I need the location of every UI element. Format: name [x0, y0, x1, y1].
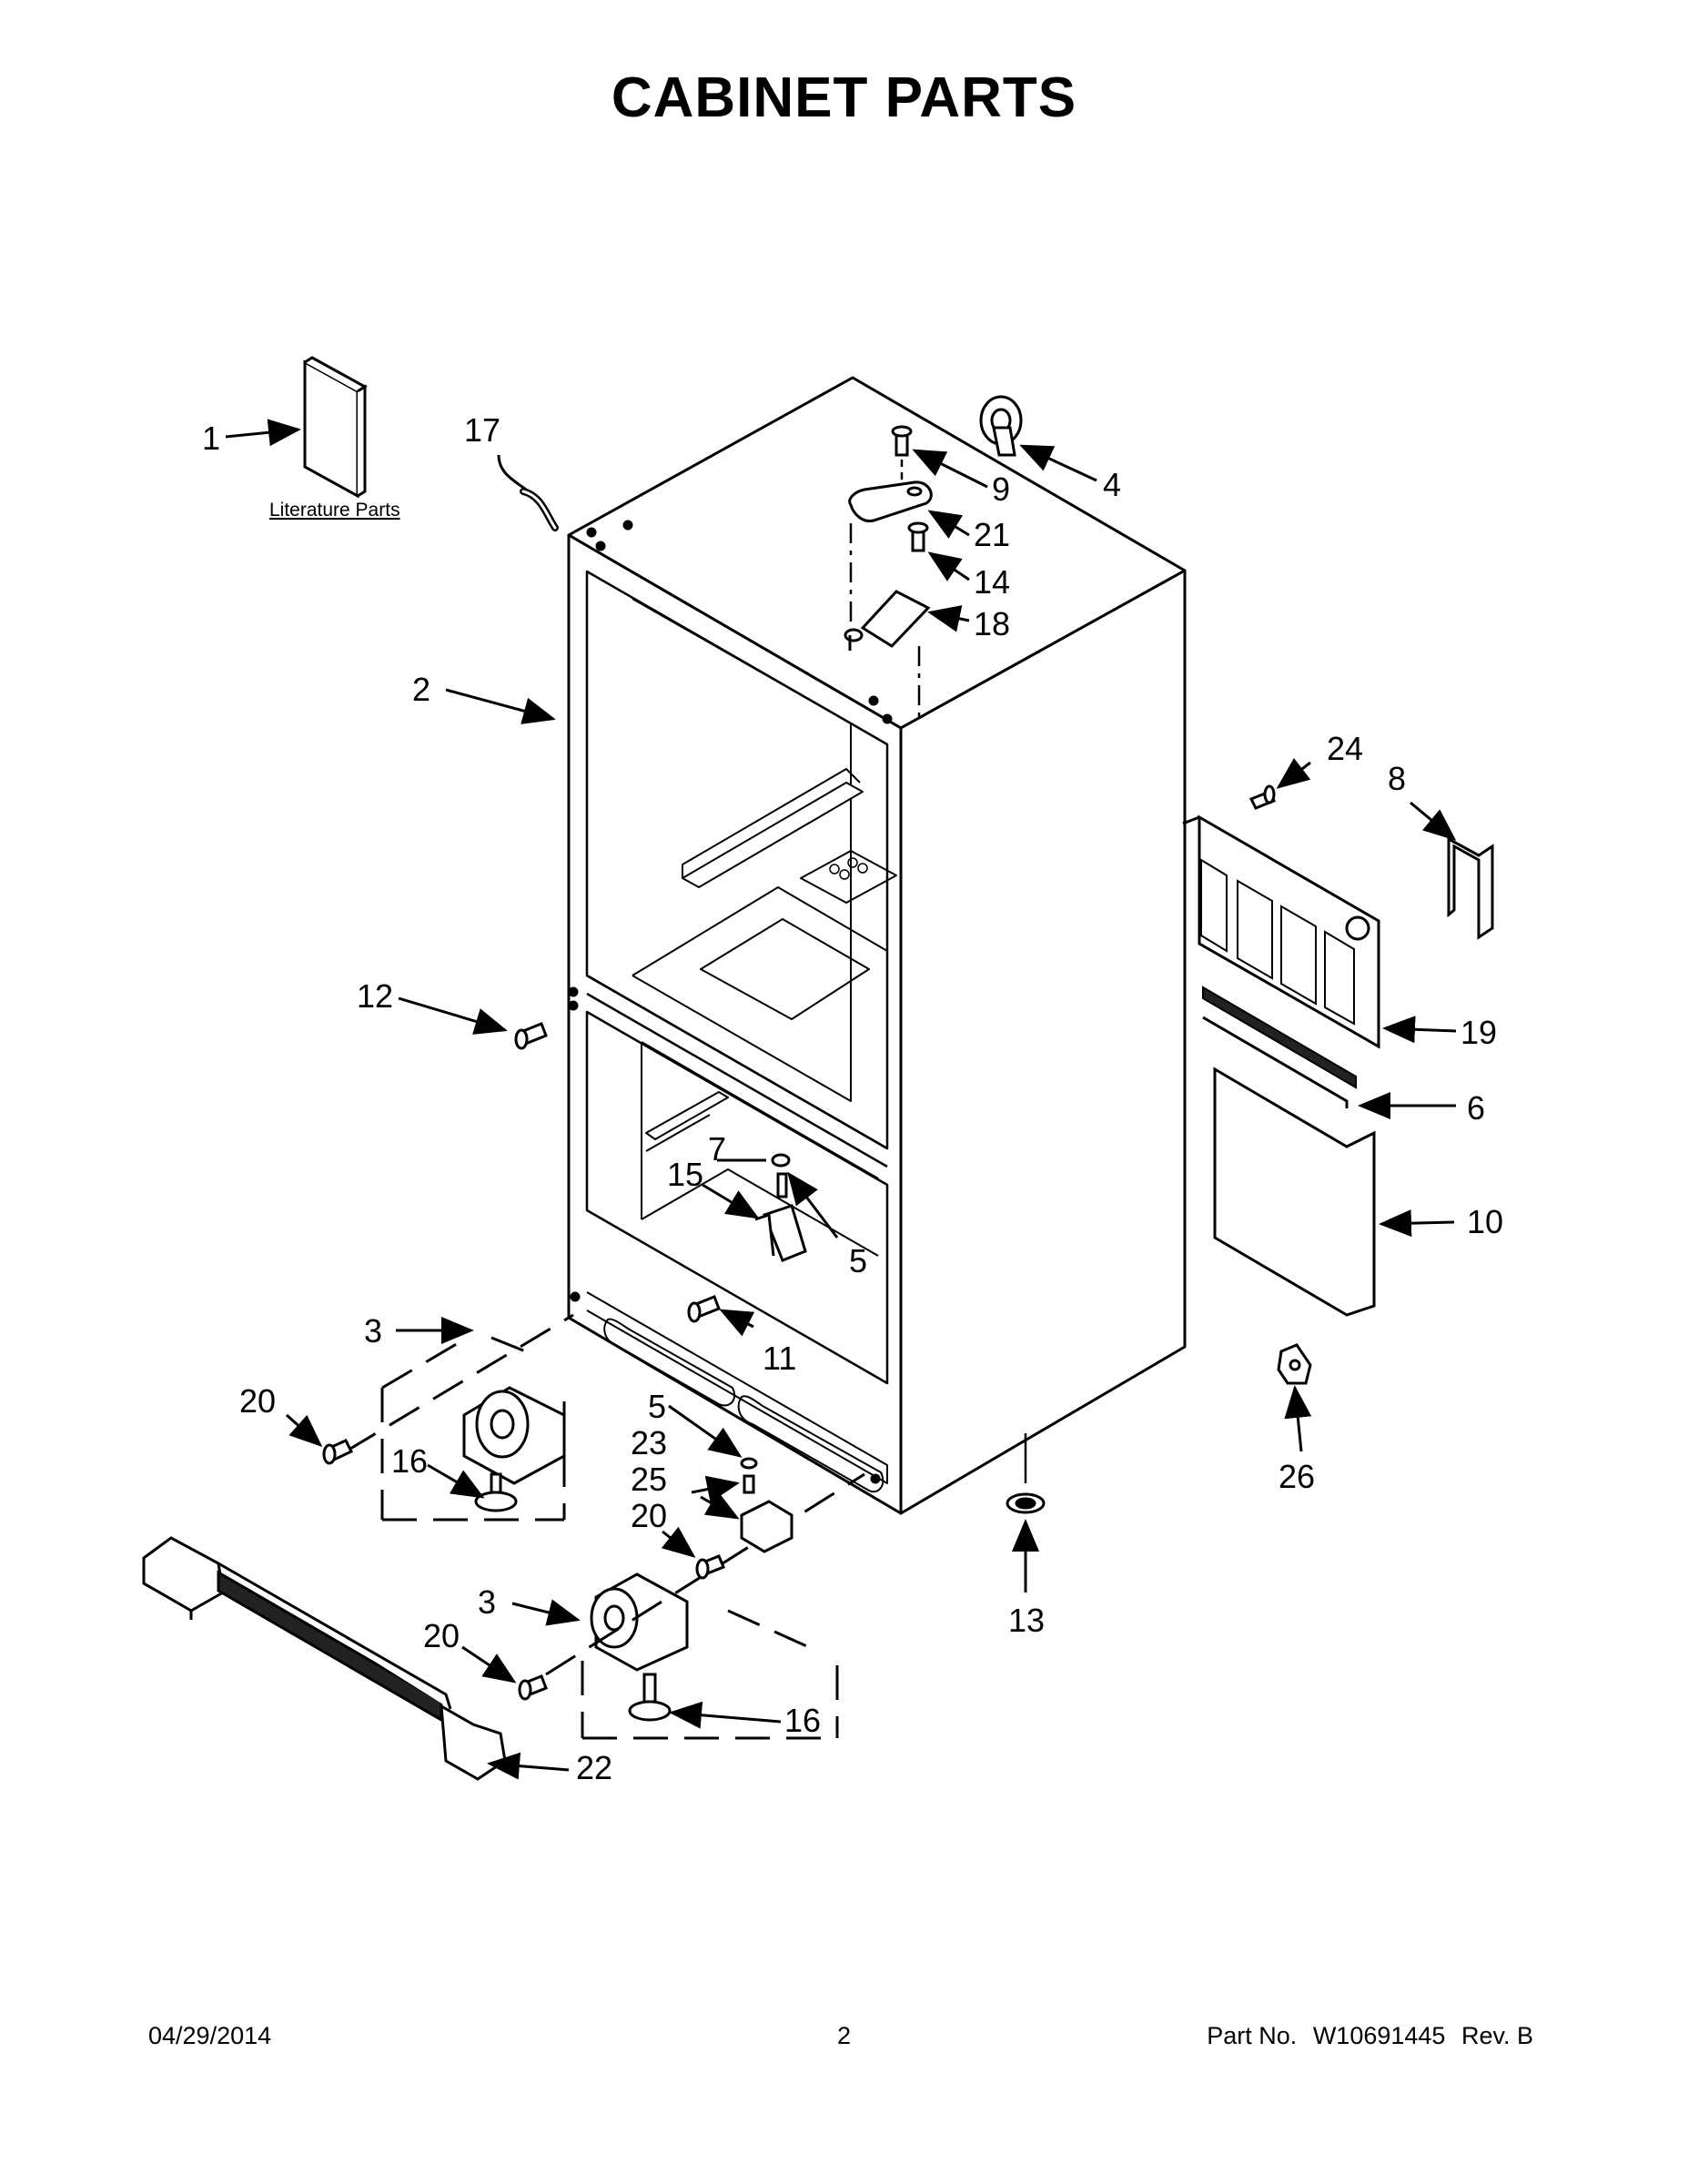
left-roller-dashes [345, 1313, 574, 1522]
callout-20-center: 20 [631, 1497, 667, 1534]
callout-9: 9 [992, 470, 1010, 508]
part-number: W10691445 [1312, 2022, 1446, 2049]
callout-17: 17 [464, 411, 500, 449]
callout-3-right: 3 [478, 1583, 496, 1621]
screw-20-left [322, 1439, 354, 1465]
callout-16-left: 16 [391, 1442, 428, 1480]
leader-arrows [225, 419, 1457, 1780]
clip-part-26 [1277, 1343, 1312, 1385]
callout-14: 14 [974, 563, 1010, 601]
callout-1: 1 [202, 420, 220, 457]
left-roller-assembly [462, 1386, 566, 1512]
callout-4: 4 [1103, 466, 1121, 503]
callout-5-lower: 5 [648, 1388, 666, 1425]
top-hinge-assembly [844, 425, 933, 651]
literature-book-part [303, 356, 368, 499]
part-label: Part No. [1207, 2022, 1298, 2049]
callout-18: 18 [974, 605, 1010, 642]
callout-7: 7 [708, 1130, 726, 1168]
foot-part-13 [1006, 1492, 1046, 1514]
right-roller-dashes [545, 1472, 865, 1740]
callout-22: 22 [576, 1749, 612, 1786]
callout-20-left: 20 [239, 1382, 276, 1420]
callout-21: 21 [974, 516, 1010, 553]
front-panel-10 [1202, 1016, 1376, 1317]
callout-labels: 1 2 3 3 4 5 5 6 7 8 9 10 11 12 13 14 15 … [202, 411, 1503, 1786]
footer-part-info: Part No. W10691445 Rev. B [1198, 2022, 1533, 2050]
callout-19: 19 [1461, 1014, 1497, 1051]
callout-26: 26 [1279, 1458, 1315, 1495]
literature-parts-label: Literature Parts [269, 500, 400, 521]
grille-slats [1200, 858, 1355, 1026]
kick-grille-part [142, 1536, 507, 1781]
revision: Rev. B [1461, 2022, 1533, 2049]
callout-20-lower: 20 [423, 1617, 460, 1654]
page-title: CABINET PARTS [611, 66, 1077, 129]
callout-3-left: 3 [364, 1312, 382, 1350]
footer-page-number: 2 [836, 2022, 852, 2049]
screw-12 [514, 1022, 548, 1050]
screw-11 [687, 1295, 721, 1323]
callout-8: 8 [1388, 760, 1406, 797]
callout-15: 15 [667, 1156, 703, 1193]
callout-6: 6 [1467, 1089, 1485, 1127]
callout-12: 12 [357, 977, 393, 1015]
clip-part-8 [1447, 836, 1494, 940]
inner-bracket-assembly [754, 1153, 807, 1262]
callout-13: 13 [1008, 1602, 1045, 1639]
center-hardware [518, 1457, 793, 1701]
callout-5-inner: 5 [849, 1242, 867, 1279]
gasket-part [1202, 986, 1357, 1089]
callout-16-right: 16 [784, 1702, 821, 1739]
callout-10: 10 [1467, 1203, 1503, 1240]
callout-11: 11 [763, 1340, 796, 1377]
screw-24 [1248, 784, 1277, 810]
callout-23: 23 [631, 1424, 667, 1461]
callout-24: 24 [1327, 730, 1363, 767]
callout-25: 25 [631, 1461, 667, 1498]
roller-part [979, 395, 1023, 457]
callout-2: 2 [412, 671, 430, 708]
right-roller-assembly [590, 1572, 689, 1722]
cabinet-body [567, 376, 1187, 1515]
footer-date: 04/29/2014 [148, 2022, 272, 2049]
